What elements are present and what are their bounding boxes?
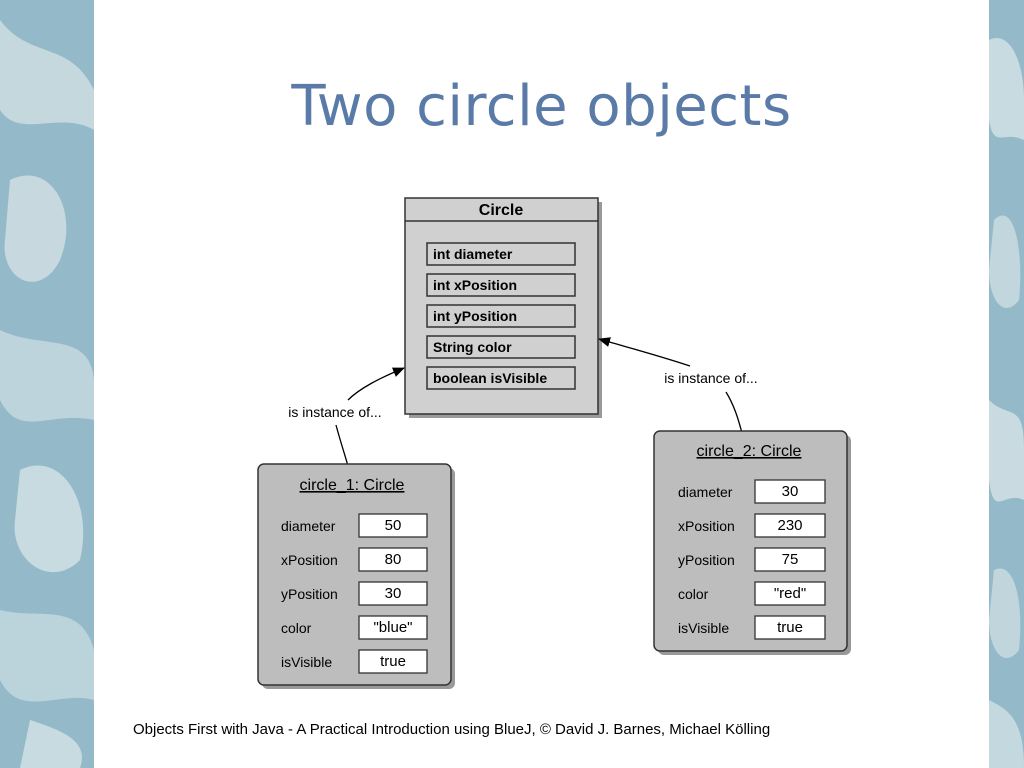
class-field-box — [426, 273, 576, 297]
instance-connector-right — [725, 391, 743, 434]
field-value-box — [754, 479, 826, 504]
instance-arrow-right — [598, 337, 691, 367]
field-name: yPosition — [678, 552, 735, 568]
field-value: "red" — [774, 585, 806, 602]
field-value: "blue" — [373, 619, 412, 636]
class-field-box — [426, 366, 576, 390]
field-name: isVisible — [678, 620, 729, 636]
right-decorative-strip — [989, 0, 1024, 768]
field-value: 75 — [782, 551, 799, 568]
field-value-box — [358, 513, 428, 538]
field-value-box — [754, 547, 826, 572]
instance-connector-left — [335, 424, 349, 467]
class-field-yposition: int yPosition — [433, 308, 517, 324]
field-value-box — [754, 513, 826, 538]
class-field-xposition: int xPosition — [433, 277, 517, 293]
class-field-box — [426, 242, 576, 266]
instance-label-right: is instance of... — [664, 370, 757, 386]
field-value-box — [358, 547, 428, 572]
class-name: Circle — [479, 202, 524, 219]
field-value-box — [754, 615, 826, 640]
field-value-box — [358, 581, 428, 606]
instance-arrow-left — [347, 367, 405, 401]
class-field-box — [426, 335, 576, 359]
class-box-circle: Circle int diameter int xPosition int yP… — [404, 197, 602, 418]
field-value: 230 — [777, 517, 802, 534]
field-value: true — [380, 653, 406, 670]
field-value-box — [358, 615, 428, 640]
object-box-circle-1: circle_1: Circle diameter 50 xPosition 8… — [257, 463, 455, 689]
field-name: color — [678, 586, 709, 602]
field-value: 30 — [782, 483, 799, 500]
field-name: xPosition — [678, 518, 735, 534]
object-box-circle-2: circle_2: Circle diameter 30 xPosition 2… — [653, 430, 851, 655]
slide-footer: Objects First with Java - A Practical In… — [133, 721, 771, 738]
field-value: true — [777, 619, 803, 636]
field-name: isVisible — [281, 654, 332, 670]
field-value: 80 — [385, 551, 402, 568]
field-value: 50 — [385, 517, 402, 534]
instance-label-left: is instance of... — [288, 404, 381, 420]
field-name: diameter — [678, 484, 733, 500]
left-decorative-strip — [0, 0, 94, 768]
class-field-diameter: int diameter — [433, 246, 513, 262]
field-value: 30 — [385, 585, 402, 602]
field-name: xPosition — [281, 552, 338, 568]
field-name: color — [281, 620, 312, 636]
field-name: diameter — [281, 518, 336, 534]
object-title: circle_2: Circle — [697, 443, 802, 460]
field-name: yPosition — [281, 586, 338, 602]
slide-title: Two circle objects — [291, 74, 792, 139]
field-value-box — [358, 649, 428, 674]
field-value-box — [754, 581, 826, 606]
object-title: circle_1: Circle — [300, 477, 405, 494]
class-field-color: String color — [433, 339, 512, 355]
class-field-box — [426, 304, 576, 328]
class-field-isvisible: boolean isVisible — [433, 370, 547, 386]
